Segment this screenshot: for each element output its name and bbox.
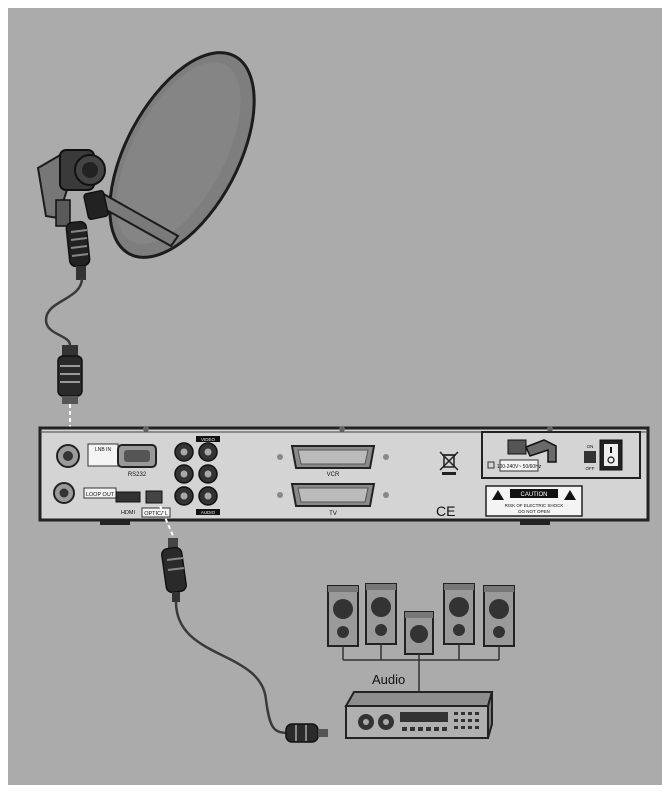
- scart-vcr-port: VCR: [277, 445, 389, 478]
- amplifier: [344, 691, 494, 739]
- amplifier-buttons: [402, 712, 479, 731]
- speaker-wiring: [342, 644, 500, 692]
- speaker-icon: [443, 583, 475, 645]
- power-inlet: [507, 439, 557, 463]
- diagram-background: [8, 8, 662, 785]
- optical-insert-guide: [159, 505, 175, 539]
- caution-line-2: RISK OF ELECTRIC SHOCK: [505, 503, 564, 508]
- loop-out-label: LOOP OUT: [86, 492, 115, 498]
- speaker-icon: [483, 585, 515, 647]
- power-off-label: OFF: [586, 466, 595, 471]
- screw-icon: [547, 426, 553, 432]
- speaker-icon: [404, 611, 434, 655]
- power-switch: ON OFF: [584, 439, 623, 471]
- receiver-foot-left: [100, 520, 130, 525]
- lnb-coax-connector: [65, 220, 91, 280]
- caution-title: CAUTION: [521, 492, 548, 498]
- ce-mark: CE: [436, 503, 455, 519]
- speaker-icon: [365, 583, 397, 645]
- screw-icon: [143, 426, 149, 432]
- rs232-port: RS232: [117, 444, 157, 478]
- vcr-label: VCR: [327, 472, 340, 478]
- satellite-dish: [36, 51, 256, 280]
- video-label: VIDEO: [201, 437, 216, 442]
- lnb-icon: [36, 149, 109, 227]
- warning-triangle-icon: [564, 490, 576, 500]
- rca-jacks: VIDEO AUDIO: [174, 436, 220, 515]
- audio-system-label: Audio: [372, 672, 405, 687]
- power-section: 100-240V~ 50/60Hz ON OFF CAUTION RISK OF…: [481, 431, 641, 517]
- audio-port-label: AUDIO: [201, 510, 216, 515]
- hdmi-port: HDMI: [115, 491, 141, 516]
- hdmi-label: HDMI: [121, 510, 136, 516]
- optical-plug-icon: [161, 538, 187, 602]
- coax-plug-icon: [57, 345, 83, 404]
- lnb-in-port: LNB IN: [56, 443, 119, 468]
- optical-port: OPTICAL: [141, 490, 171, 518]
- speaker-icon: [327, 585, 359, 647]
- optical-cable: [174, 601, 291, 735]
- dish-reflector: [108, 51, 256, 259]
- loop-out-port: LOOP OUT: [53, 482, 117, 504]
- rs232-label: RS232: [128, 472, 147, 478]
- weee-bin-icon: [439, 451, 459, 475]
- power-rating-label: 100-240V~ 50/60Hz: [497, 464, 542, 470]
- screw-icon: [339, 426, 345, 432]
- coax-cable: [44, 277, 84, 346]
- power-on-label: ON: [587, 444, 594, 449]
- receiver-foot-right: [520, 520, 550, 525]
- tv-label: TV: [329, 511, 337, 517]
- caution-label: CAUTION RISK OF ELECTRIC SHOCK DO NOT OP…: [485, 485, 583, 517]
- caution-line-3: DO NOT OPEN: [518, 509, 549, 514]
- warning-triangle-icon: [492, 490, 504, 500]
- scart-tv-port: TV: [277, 483, 389, 517]
- optical-plug-end-icon: [285, 723, 328, 743]
- optical-label: OPTICAL: [144, 511, 168, 517]
- amplifier-display: [400, 712, 448, 722]
- lnb-in-label: LNB IN: [95, 447, 112, 453]
